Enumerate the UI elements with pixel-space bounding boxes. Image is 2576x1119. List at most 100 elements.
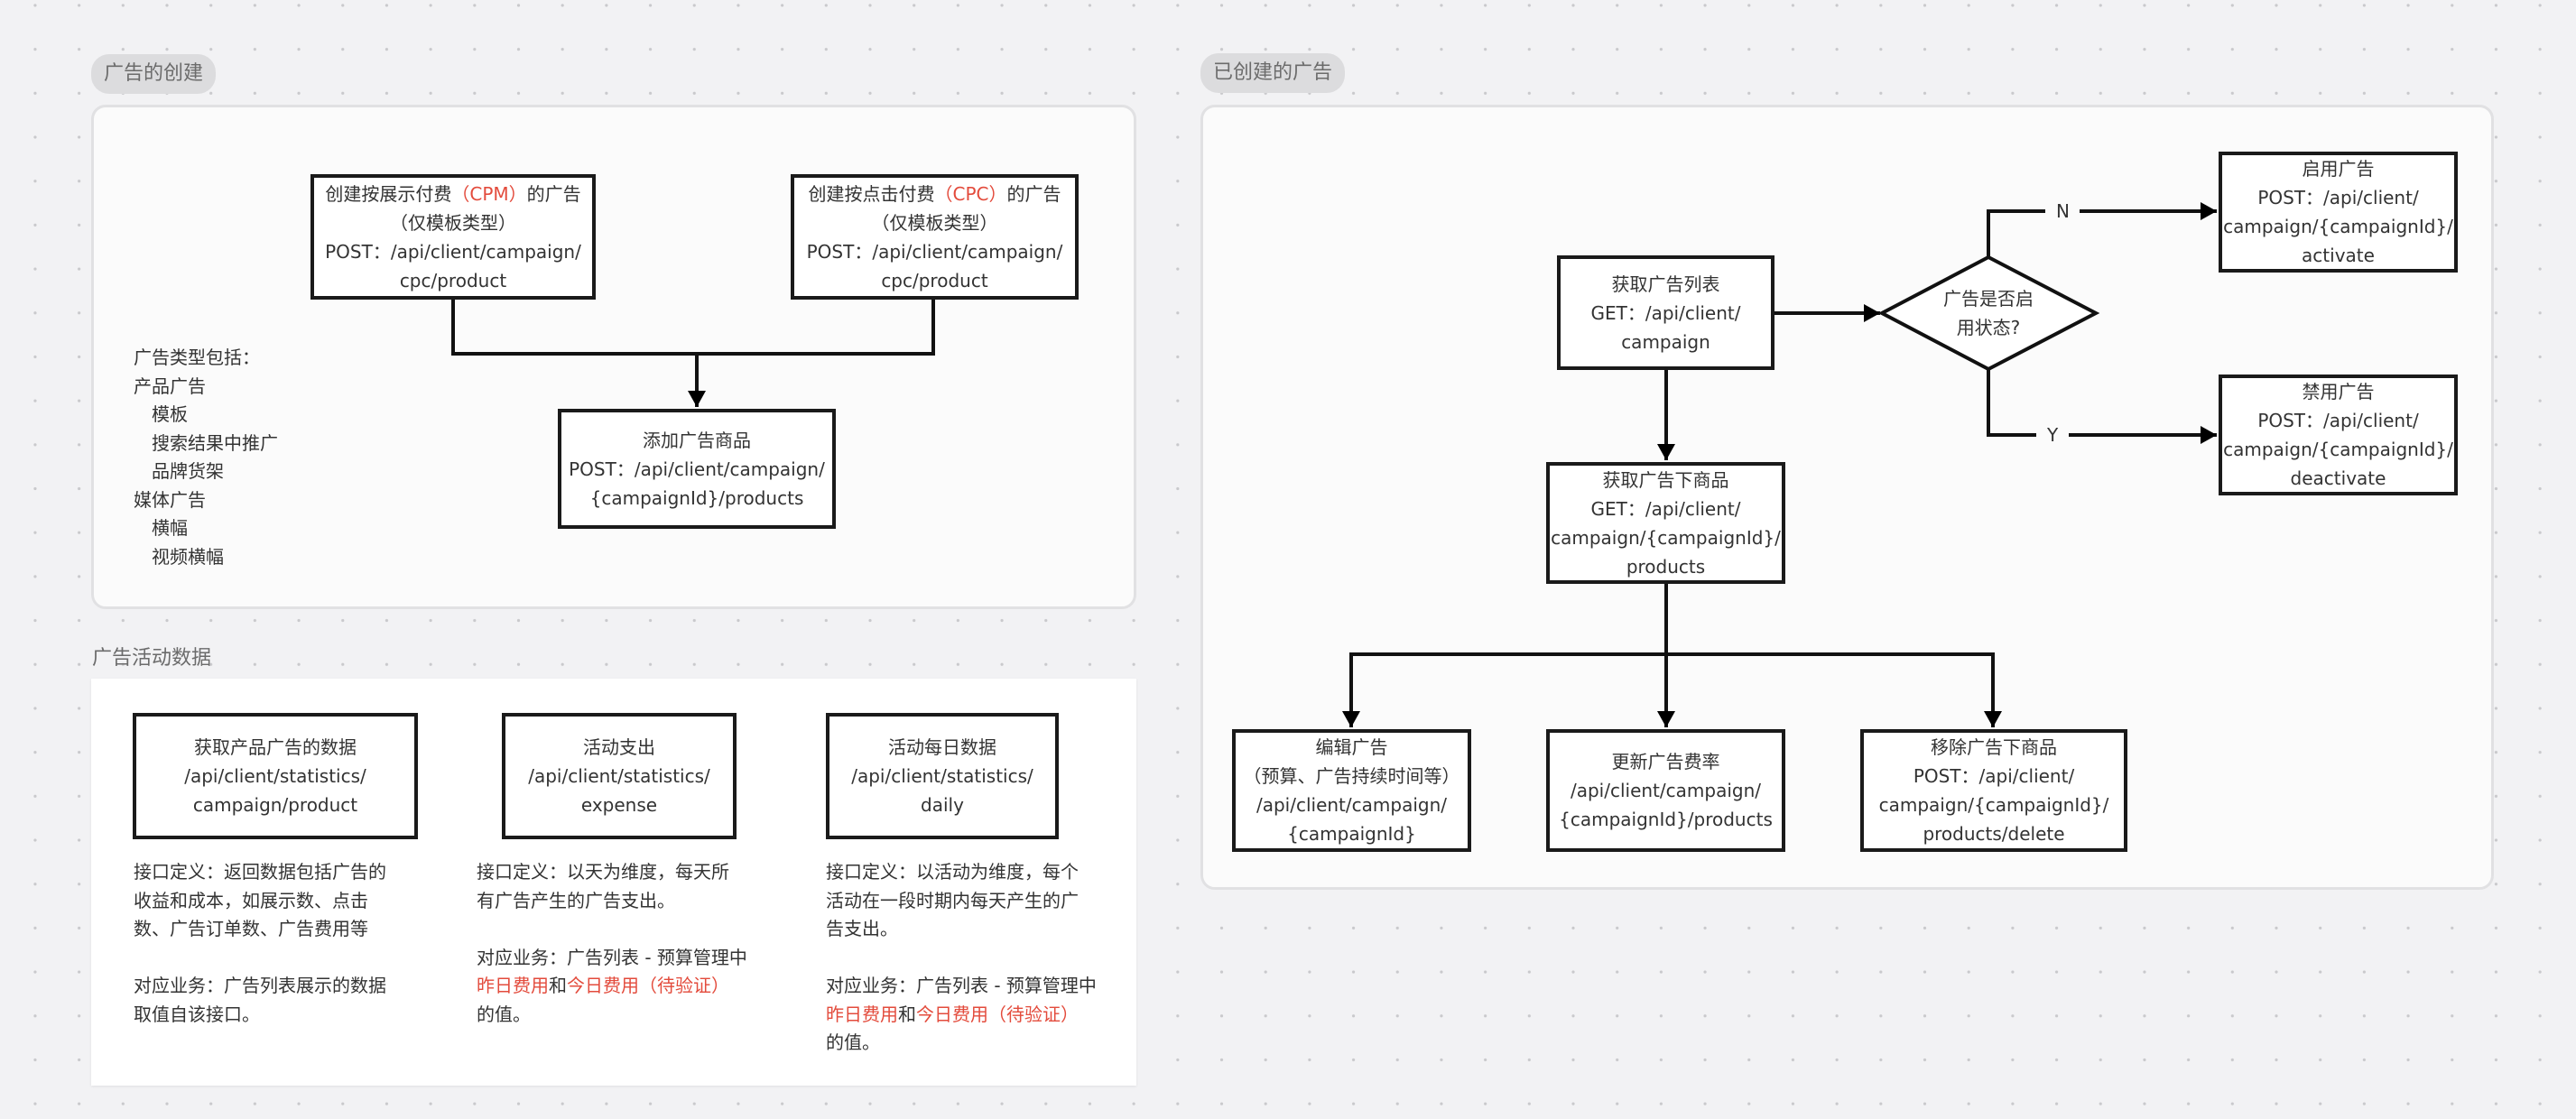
ad-types-heading: 广告类型包括： bbox=[134, 347, 260, 368]
cpc-highlight: （CPC） bbox=[934, 182, 1007, 205]
node-line: campaign/{campaignId}/ bbox=[2223, 216, 2453, 237]
ad-type-group: 产品广告 bbox=[134, 375, 206, 397]
cpm-node-line1: 创建按展示付费（CPM）的广告 bbox=[325, 182, 581, 205]
cpm-highlight: （CPM） bbox=[451, 182, 527, 205]
node-line: {campaignId}/products bbox=[1559, 809, 1773, 830]
ad-type-item: 模板 bbox=[152, 403, 188, 425]
ad-type-item: 横幅 bbox=[152, 517, 188, 539]
stat-expense-description: 接口定义：以天为维度，每天所 有广告产生的广告支出。 对应业务：广告列表 - 预… bbox=[477, 858, 747, 1029]
business-line: 的值。 bbox=[826, 1031, 880, 1053]
activate-node[interactable]: 启用广告 POST：/api/client/ campaign/{campaig… bbox=[2219, 152, 2458, 273]
business-line: 的值。 bbox=[477, 1003, 531, 1025]
definition-line: 活动在一段时期内每天产生的广 bbox=[826, 889, 1079, 911]
stat-product-node[interactable]: 获取产品广告的数据 /api/client/statistics/ campai… bbox=[133, 713, 418, 839]
cpc-ad-node[interactable]: 创建按点击付费（CPC）的广告 （仅模板类型） POST：/api/client… bbox=[791, 174, 1079, 300]
cpc-node-line2: （仅模板类型） bbox=[871, 211, 998, 234]
node-line: GET：/api/client/ bbox=[1590, 301, 1741, 324]
add-node-line2: POST：/api/client/campaign/ bbox=[569, 458, 825, 480]
add-products-node[interactable]: 添加广告商品 POST：/api/client/campaign/ {campa… bbox=[558, 409, 836, 529]
yesterday-cost-highlight: 昨日费用 bbox=[477, 975, 549, 996]
node-line: POST：/api/client/ bbox=[2257, 410, 2419, 431]
definition-line: 有广告产生的广告支出。 bbox=[477, 889, 675, 911]
node-line: campaign/{campaignId}/ bbox=[1878, 794, 2109, 816]
node-line: POST：/api/client/ bbox=[1913, 765, 2075, 787]
stat-node-line: campaign/product bbox=[192, 794, 358, 816]
stat-node-line: /api/client/statistics/ bbox=[528, 765, 710, 787]
node-line: （预算、广告持续时间等） bbox=[1243, 765, 1460, 787]
section-title-statistics: 广告活动数据 bbox=[92, 647, 212, 670]
stat-node-line: /api/client/statistics/ bbox=[184, 765, 366, 787]
node-line: 更新广告费率 bbox=[1611, 751, 1720, 772]
business-line: 昨日费用和今日费用（待验证） bbox=[826, 1003, 1079, 1025]
ad-type-item: 搜索结果中推广 bbox=[152, 431, 278, 454]
section-title-existing: 已创建的广告 bbox=[1200, 53, 1346, 93]
list-campaigns-node[interactable]: 获取广告列表 GET：/api/client/ campaign bbox=[1557, 255, 1774, 370]
node-line: products/delete bbox=[1923, 823, 2065, 845]
update-rate-node[interactable]: 更新广告费率 /api/client/campaign/ {campaignId… bbox=[1546, 729, 1785, 852]
business-line: 昨日费用和今日费用（待验证） bbox=[477, 975, 729, 996]
list-products-node[interactable]: 获取广告下商品 GET：/api/client/ campaign/{campa… bbox=[1546, 462, 1785, 584]
stat-node-line: 获取产品广告的数据 bbox=[194, 736, 357, 758]
definition-line: 收益和成本，如展示数、点击 bbox=[134, 889, 368, 911]
stat-node-line: /api/client/statistics/ bbox=[851, 765, 1033, 787]
cpc-node-line3: POST：/api/client/campaign/ bbox=[806, 240, 1063, 263]
node-line: 启用广告 bbox=[2302, 158, 2375, 180]
definition-line: 接口定义：以天为维度，每天所 bbox=[477, 861, 729, 883]
cpc-node-line1: 创建按点击付费（CPC）的广告 bbox=[808, 182, 1061, 205]
add-node-line3: {campaignId}/products bbox=[589, 486, 804, 509]
cpc-node-line4: cpc/product bbox=[881, 269, 988, 291]
branch-label-no: N bbox=[2047, 199, 2079, 223]
node-line: products bbox=[1626, 555, 1706, 578]
spacer bbox=[477, 915, 747, 944]
ad-type-item: 视频横幅 bbox=[152, 545, 224, 568]
node-line: 获取广告下商品 bbox=[1602, 468, 1729, 491]
definition-line: 接口定义：以活动为维度，每个 bbox=[826, 861, 1079, 883]
stat-daily-node[interactable]: 活动每日数据 /api/client/statistics/ daily bbox=[826, 713, 1059, 839]
node-line: deactivate bbox=[2290, 467, 2386, 489]
node-line: 移除广告下商品 bbox=[1931, 736, 2057, 758]
decision-label: 广告是否启 用状态? bbox=[1943, 288, 2034, 338]
node-line: 获取广告列表 bbox=[1611, 273, 1720, 295]
stat-node-line: 活动每日数据 bbox=[888, 736, 996, 758]
today-cost-highlight: 今日费用（待验证） bbox=[916, 1003, 1079, 1025]
cpm-node-line2: （仅模板类型） bbox=[390, 211, 516, 234]
remove-products-node[interactable]: 移除广告下商品 POST：/api/client/ campaign/{camp… bbox=[1860, 729, 2127, 852]
stat-daily-description: 接口定义：以活动为维度，每个 活动在一段时期内每天产生的广 告支出。 对应业务：… bbox=[826, 858, 1097, 1058]
stat-expense-node[interactable]: 活动支出 /api/client/statistics/ expense bbox=[502, 713, 737, 839]
node-line: campaign bbox=[1621, 330, 1710, 353]
definition-line: 接口定义：返回数据包括广告的 bbox=[134, 861, 386, 883]
node-line: campaign/{campaignId}/ bbox=[1551, 526, 1781, 549]
node-line: activate bbox=[2302, 245, 2375, 266]
branch-label-yes: Y bbox=[2038, 423, 2068, 447]
add-node-line1: 添加广告商品 bbox=[643, 429, 751, 451]
node-line: campaign/{campaignId}/ bbox=[2223, 439, 2453, 460]
cpm-ad-node[interactable]: 创建按展示付费（CPM）的广告 （仅模板类型） POST：/api/client… bbox=[310, 174, 596, 300]
stat-node-line: expense bbox=[580, 794, 658, 816]
node-line: 编辑广告 bbox=[1315, 736, 1388, 758]
section-title-creation: 广告的创建 bbox=[91, 54, 217, 94]
node-line: /api/client/campaign/ bbox=[1570, 780, 1761, 801]
stat-product-description: 接口定义：返回数据包括广告的 收益和成本，如展示数、点击 数、广告订单数、广告费… bbox=[134, 858, 386, 1029]
spacer bbox=[826, 944, 1097, 973]
today-cost-highlight: 今日费用（待验证） bbox=[567, 975, 729, 996]
cpm-node-line4: cpc/product bbox=[399, 269, 507, 291]
business-line: 取值自该接口。 bbox=[134, 1003, 260, 1025]
business-line: 对应业务：广告列表展示的数据 bbox=[134, 975, 386, 996]
business-line: 对应业务：广告列表 - 预算管理中 bbox=[826, 975, 1097, 996]
stat-node-line: daily bbox=[921, 794, 964, 816]
edit-campaign-node[interactable]: 编辑广告 （预算、广告持续时间等） /api/client/campaign/ … bbox=[1232, 729, 1471, 852]
node-line: POST：/api/client/ bbox=[2257, 187, 2419, 208]
ad-type-group: 媒体广告 bbox=[134, 488, 206, 511]
node-line: GET：/api/client/ bbox=[1590, 497, 1741, 520]
definition-line: 告支出。 bbox=[826, 918, 898, 939]
node-line: {campaignId} bbox=[1287, 823, 1416, 845]
deactivate-node[interactable]: 禁用广告 POST：/api/client/ campaign/{campaig… bbox=[2219, 375, 2458, 495]
spacer bbox=[134, 944, 386, 973]
yesterday-cost-highlight: 昨日费用 bbox=[826, 1003, 898, 1025]
ad-types-note: 广告类型包括： 产品广告 模板 搜索结果中推广 品牌货架 媒体广告 横幅 视频横… bbox=[134, 344, 278, 571]
cpm-node-line3: POST：/api/client/campaign/ bbox=[325, 240, 581, 263]
node-line: /api/client/campaign/ bbox=[1256, 794, 1447, 816]
definition-line: 数、广告订单数、广告费用等 bbox=[134, 918, 368, 939]
stat-node-line: 活动支出 bbox=[583, 736, 655, 758]
ad-type-item: 品牌货架 bbox=[152, 460, 224, 482]
